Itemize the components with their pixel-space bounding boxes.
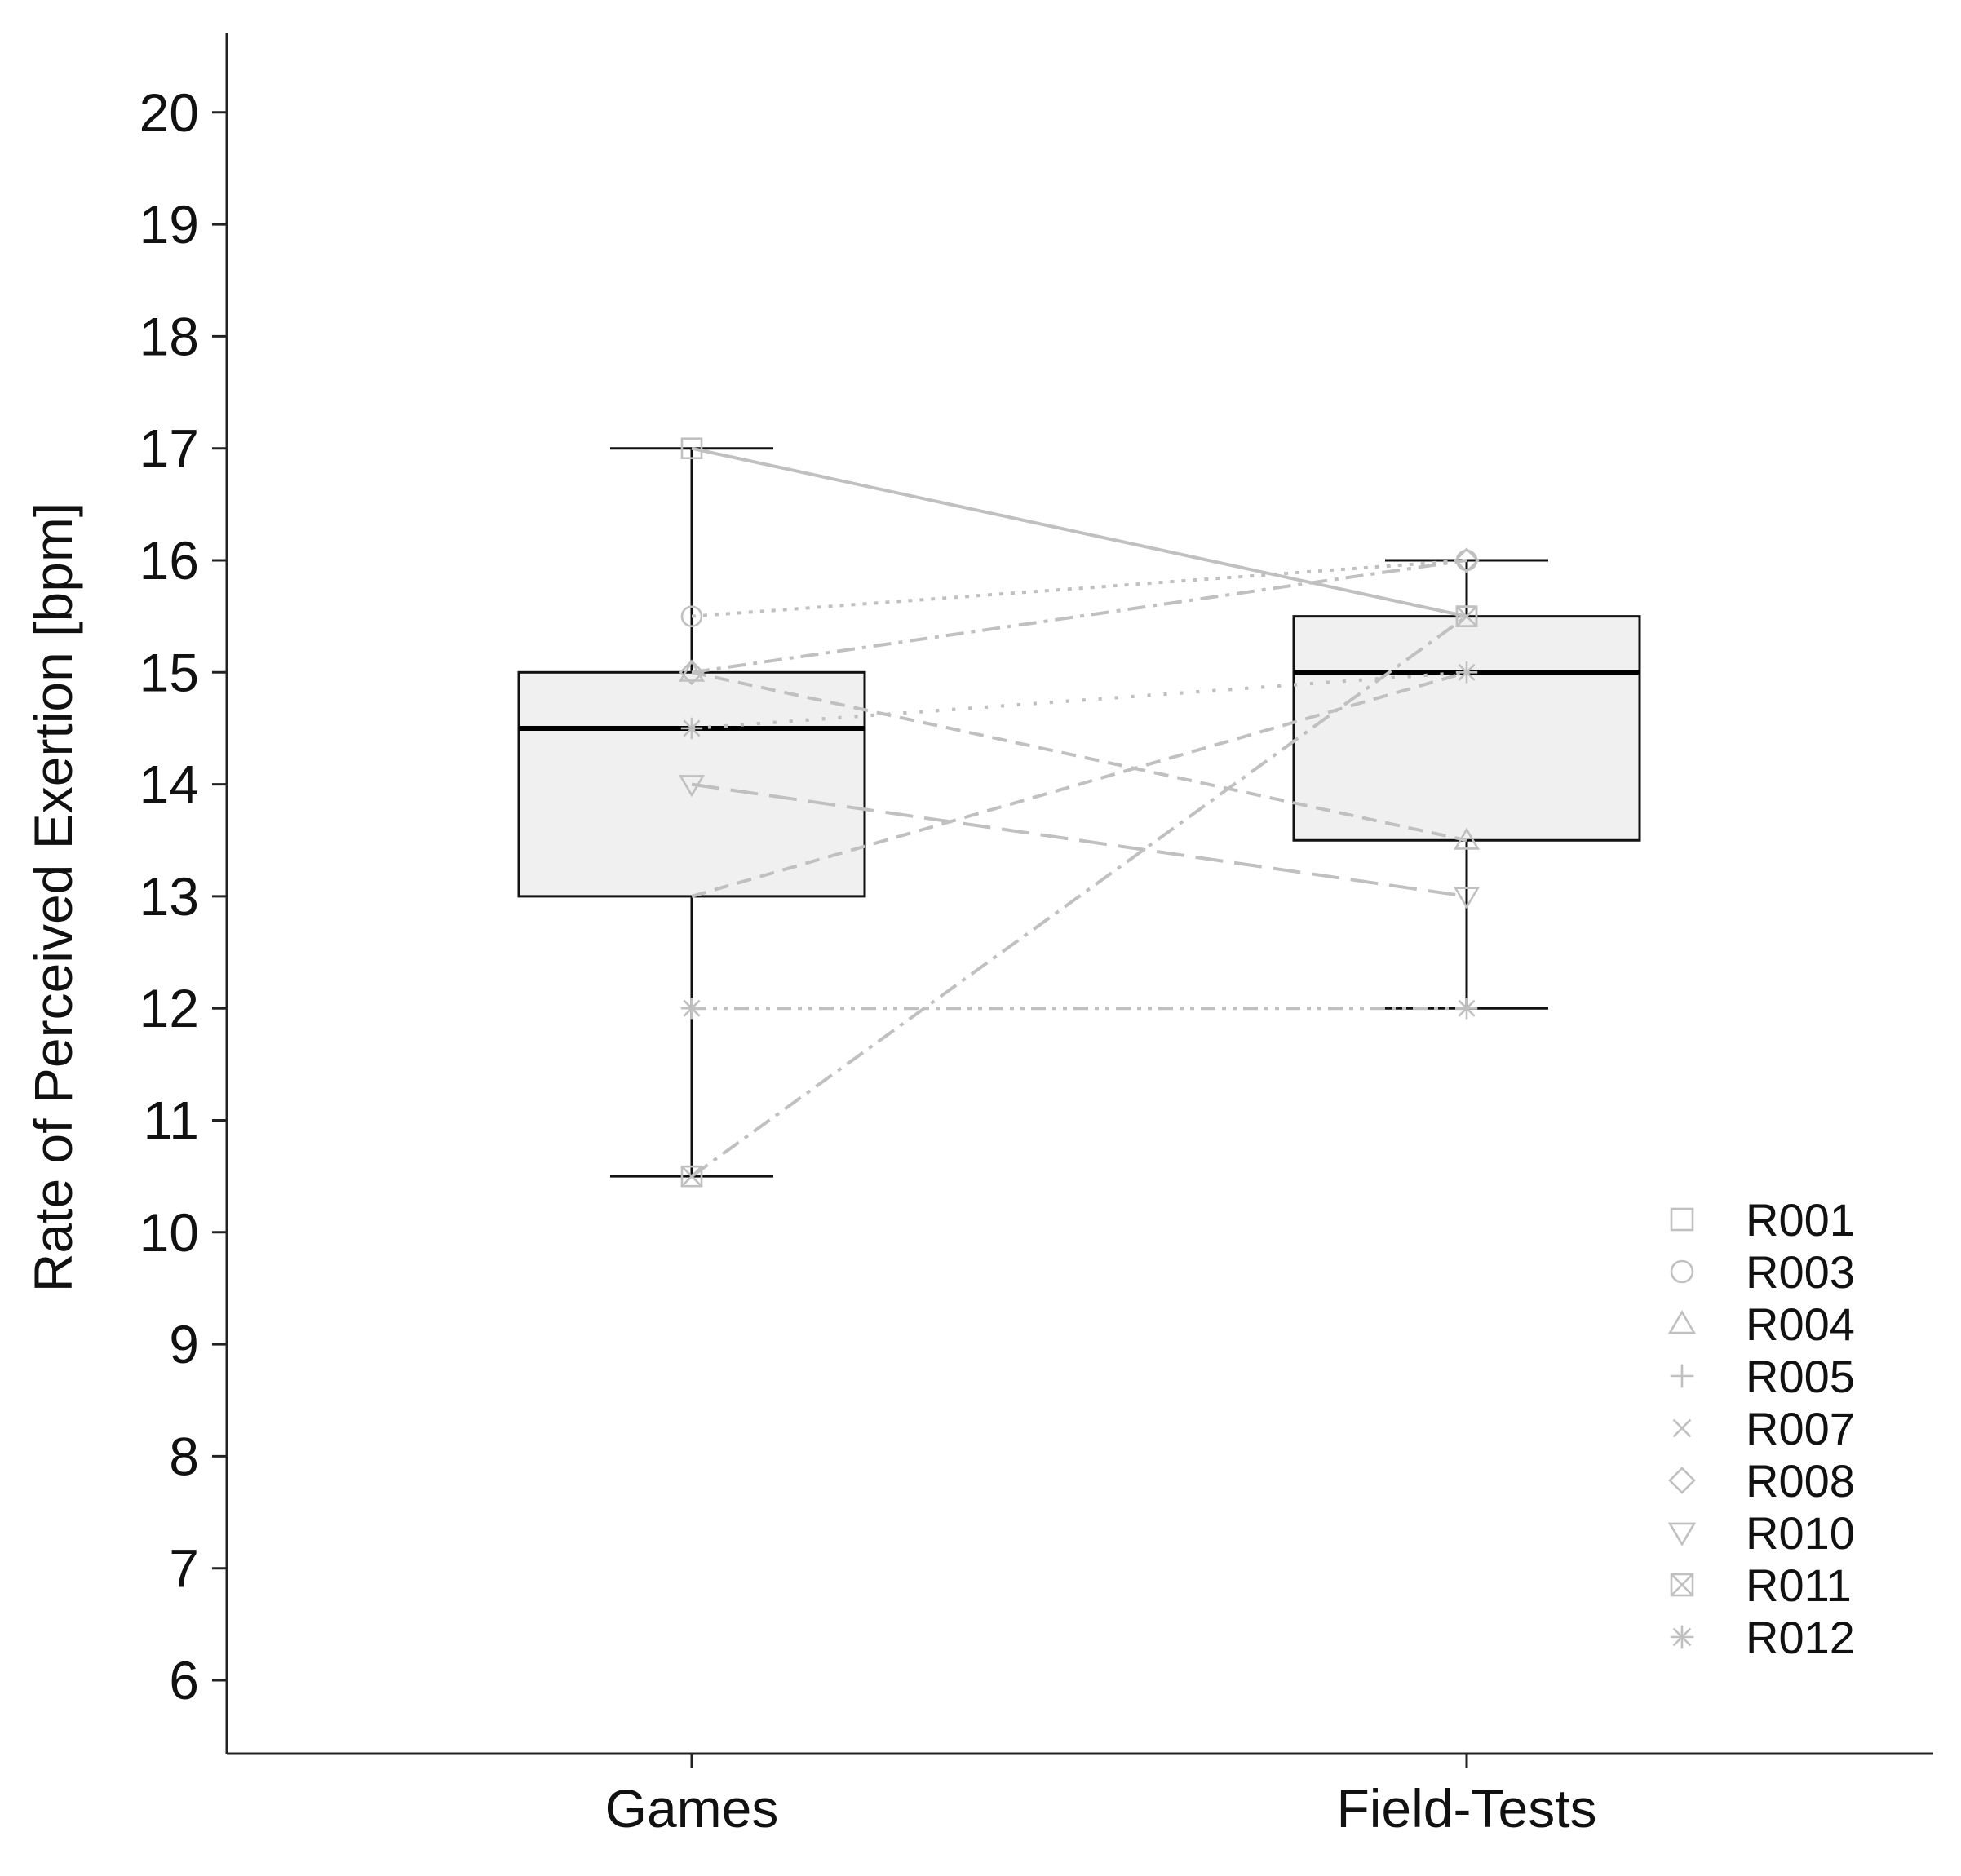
legend-marker-r008 xyxy=(1668,1467,1696,1494)
box-iqr-field-tests xyxy=(1292,615,1641,842)
box-games xyxy=(517,447,866,1178)
legend-label-r008: R008 xyxy=(1746,1455,1855,1507)
y-tick-label-8: 8 xyxy=(169,1426,199,1486)
legend-marker-r001 xyxy=(1670,1207,1694,1232)
series-r001 xyxy=(680,437,1478,627)
series-r010 xyxy=(678,775,1481,909)
series-line-r008 xyxy=(691,559,1467,675)
legend-label-r005: R005 xyxy=(1746,1351,1855,1402)
legend-item-r004: R004 xyxy=(1667,1299,1855,1350)
y-tick-label-7: 7 xyxy=(169,1538,199,1599)
legend-item-r007: R007 xyxy=(1672,1403,1855,1454)
point-r011-field-tests xyxy=(1455,605,1478,627)
legend-item-r001: R001 xyxy=(1670,1194,1855,1246)
legend-label-r011: R011 xyxy=(1746,1560,1852,1611)
legend-item-r012: R012 xyxy=(1670,1612,1855,1663)
boxes-layer xyxy=(517,447,1641,1178)
y-tick-label-15: 15 xyxy=(139,642,199,702)
y-tick-label-6: 6 xyxy=(169,1650,199,1710)
point-r004-field-tests xyxy=(1453,827,1481,850)
series-unlabeled-9 xyxy=(691,670,1467,898)
y-tick-label-10: 10 xyxy=(139,1202,199,1263)
axes-layer: 6 7 8 9 10 11 12 13 14 15 16 17 18 19 20 Games Field-Te… xyxy=(139,33,1933,1838)
point-r007-games xyxy=(683,719,701,737)
y-axis-title: Rate of Perceived Exertion [bpm] xyxy=(23,502,83,1292)
y-tick-label-9: 9 xyxy=(169,1314,199,1374)
point-r008-games xyxy=(679,659,705,685)
point-r012-games xyxy=(680,998,703,1020)
point-r012-field-tests xyxy=(1455,998,1478,1020)
series-line-r003 xyxy=(691,559,1467,618)
series-r012 xyxy=(680,998,1478,1020)
series-line-r004 xyxy=(691,670,1467,843)
series-line-r010 xyxy=(691,782,1467,898)
point-r010-games xyxy=(678,775,706,798)
y-tick-label-11: 11 xyxy=(143,1091,199,1151)
point-r001-games xyxy=(680,437,703,460)
y-tick-label-20: 20 xyxy=(139,82,199,143)
legend-marker-r011 xyxy=(1670,1573,1694,1597)
y-tick-label-17: 17 xyxy=(139,418,199,479)
series-line-unlabeled-9 xyxy=(691,670,1467,898)
y-tick-label-12: 12 xyxy=(139,978,199,1038)
series-r008 xyxy=(679,547,1480,685)
legend-label-r004: R004 xyxy=(1746,1299,1855,1350)
series-line-r001 xyxy=(691,446,1467,618)
y-ticks: 6 7 8 9 10 11 12 13 14 15 16 17 18 19 20 xyxy=(139,82,227,1710)
box-field-tests xyxy=(1292,559,1641,1010)
x-ticks: Games Field-Tests xyxy=(605,1754,1597,1838)
y-tick-label-14: 14 xyxy=(139,754,199,815)
y-tick-label-19: 19 xyxy=(139,194,199,254)
legend-item-r011: R011 xyxy=(1670,1560,1852,1611)
legend-marker-r005 xyxy=(1670,1364,1694,1388)
point-r011-games xyxy=(680,1165,703,1188)
legend-label-r003: R003 xyxy=(1746,1246,1855,1298)
legend-marker-r012 xyxy=(1670,1625,1694,1649)
legend-item-r005: R005 xyxy=(1670,1351,1855,1402)
x-tick-label-games: Games xyxy=(605,1778,779,1838)
legend-marker-r010 xyxy=(1667,1522,1697,1546)
legend-marker-r004 xyxy=(1667,1310,1697,1334)
point-r008-field-tests xyxy=(1454,547,1480,573)
point-r010-field-tests xyxy=(1453,887,1481,909)
legend-label-r007: R007 xyxy=(1746,1403,1855,1454)
legend-item-r003: R003 xyxy=(1670,1246,1855,1298)
legend-label-r012: R012 xyxy=(1746,1612,1855,1663)
legend-item-r010: R010 xyxy=(1667,1507,1855,1559)
y-tick-label-16: 16 xyxy=(139,530,199,591)
legend-marker-r007 xyxy=(1672,1418,1692,1438)
legend-label-r010: R010 xyxy=(1746,1507,1855,1559)
legend-marker-r003 xyxy=(1670,1259,1694,1284)
point-r003-games xyxy=(680,605,703,627)
legend-item-r008: R008 xyxy=(1668,1455,1855,1507)
y-tick-label-13: 13 xyxy=(139,866,199,927)
series-r003 xyxy=(680,549,1478,627)
legend-label-r001: R001 xyxy=(1746,1194,1855,1246)
x-tick-label-field-tests: Field-Tests xyxy=(1336,1778,1596,1838)
y-tick-label-18: 18 xyxy=(139,306,199,366)
series-layer xyxy=(678,437,1481,1188)
